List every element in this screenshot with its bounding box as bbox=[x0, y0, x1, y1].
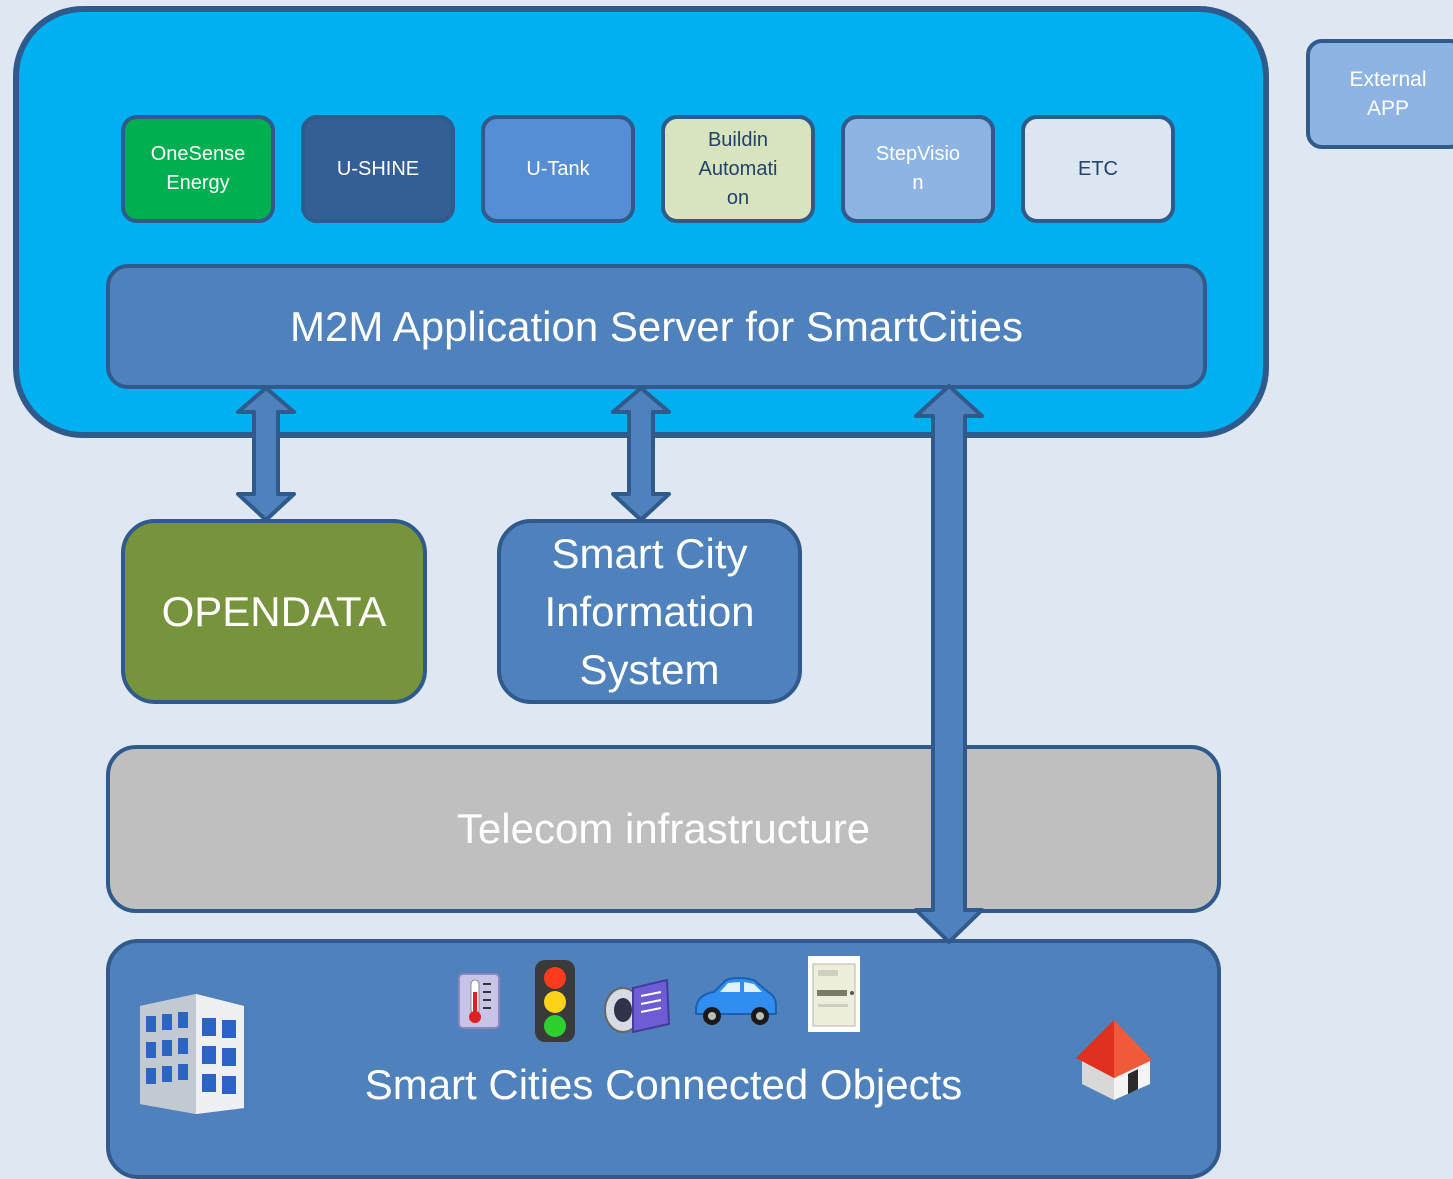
camera-icon bbox=[604, 978, 671, 1034]
app-label: StepVisio n bbox=[875, 143, 961, 194]
car-icon bbox=[695, 977, 777, 1025]
telecom-infrastructure-layer[interactable]: Telecom infrastructure bbox=[106, 745, 1221, 913]
smart-city-information-system-box[interactable]: Smart City Information System bbox=[497, 519, 802, 704]
app-label: U-SHINE bbox=[336, 157, 420, 180]
connected-objects-label: Smart Cities Connected Objects bbox=[364, 1061, 963, 1108]
thermometer-icon bbox=[458, 973, 500, 1029]
app-label: U-Tank bbox=[526, 157, 590, 180]
app-label: OneSense Energy bbox=[150, 143, 246, 194]
server-label: M2M Application Server for SmartCities bbox=[290, 302, 1023, 350]
external-app-box[interactable]: External APP bbox=[1306, 39, 1453, 149]
app-building-automation[interactable]: Buildin Automati on bbox=[661, 115, 815, 223]
telecom-label: Telecom infrastructure bbox=[456, 805, 871, 852]
opendata-box[interactable]: OPENDATA bbox=[121, 519, 427, 704]
m2m-application-server[interactable]: M2M Application Server for SmartCities bbox=[106, 264, 1207, 389]
app-label: Buildin Automati on bbox=[698, 128, 778, 209]
opendata-label: OPENDATA bbox=[161, 587, 387, 635]
building-icon bbox=[140, 994, 244, 1114]
house-icon bbox=[1076, 1020, 1152, 1100]
app-stepvision[interactable]: StepVisio n bbox=[841, 115, 995, 223]
traffic-light-icon bbox=[535, 960, 575, 1042]
app-onesense-energy[interactable]: OneSense Energy bbox=[121, 115, 275, 223]
app-etc[interactable]: ETC bbox=[1021, 115, 1175, 223]
app-u-tank[interactable]: U-Tank bbox=[481, 115, 635, 223]
meter-icon bbox=[808, 956, 860, 1032]
connected-objects-layer[interactable] bbox=[106, 939, 1221, 1179]
scis-label: Smart City Information System bbox=[544, 529, 755, 693]
app-label: ETC bbox=[1078, 157, 1118, 180]
app-u-shine[interactable]: U-SHINE bbox=[301, 115, 455, 223]
external-app-label: External APP bbox=[1349, 68, 1427, 120]
